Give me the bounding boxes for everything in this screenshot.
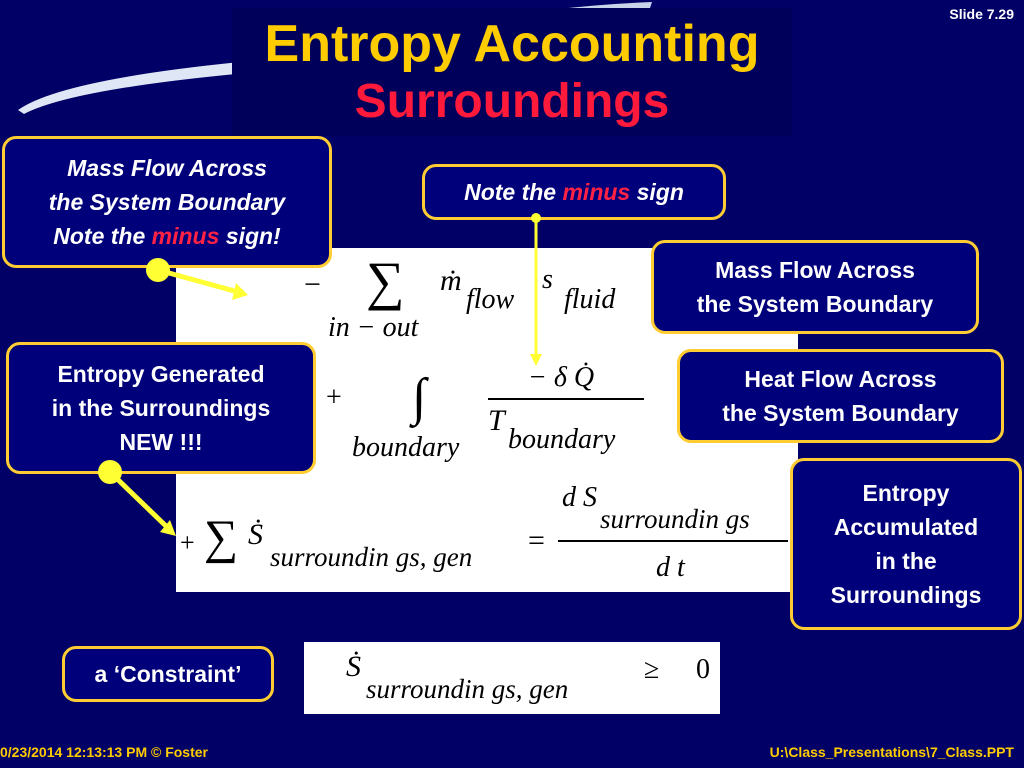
eq-T-sub: boundary (508, 424, 616, 455)
callout-text: Note the minus sign (464, 179, 684, 205)
callout-constraint: a ‘Constraint’ (62, 646, 274, 702)
callout-mass-flow-left: Mass Flow Across the System Boundary Not… (2, 136, 332, 268)
callout-text: Note the minus sign! (53, 223, 281, 249)
callout-text: in the Surroundings (51, 395, 271, 421)
callout-entropy-accumulated: Entropy Accumulated in the Surroundings (790, 458, 1022, 630)
eq-fraction-bar-1 (488, 398, 644, 400)
eq-fluid: fluid (564, 284, 616, 315)
callout-note-minus: Note the minus sign (422, 164, 726, 220)
eq-sgen-sub: surroundin gs, gen (270, 542, 473, 572)
eq-fraction-bar-2 (558, 540, 788, 542)
callout-text: Mass Flow Across (67, 155, 267, 181)
callout-entropy-generated: Entropy Generated in the Surroundings NE… (6, 342, 316, 474)
eq-dt: d t (656, 552, 685, 583)
title-line-1: Entropy Accounting (264, 15, 760, 73)
callout-text: Entropy Generated (57, 361, 265, 387)
callout-text: the System Boundary (722, 400, 959, 426)
eq-boundary-lower: boundary (352, 432, 460, 463)
eq-neg-delta-q: − δ Q̇ (528, 362, 595, 393)
constraint-sub: surroundin gs, gen (366, 674, 569, 704)
title-line-2: Surroundings (354, 75, 670, 128)
footer-path: U:\Class_Presentations\7_Class.PPT (769, 744, 1014, 760)
constraint-equation: Ṡ surroundin gs, gen ≥ 0 (304, 642, 720, 714)
eq-mdot: ṁ (440, 264, 462, 297)
eq-dS: d S (562, 482, 597, 513)
eq-dS-sub: surroundin gs (600, 504, 750, 534)
callout-text: the System Boundary (48, 189, 286, 215)
callout-text: the System Boundary (696, 291, 934, 317)
constraint-zero: 0 (696, 654, 710, 685)
callout-heat-flow: Heat Flow Across the System Boundary (677, 349, 1004, 443)
constraint-sdot: Ṡ (346, 650, 361, 683)
callout-text: Surroundings (830, 582, 982, 608)
eq-T: T (488, 404, 505, 437)
constraint-geq: ≥ (644, 654, 660, 685)
callout-text: a ‘Constraint’ (94, 661, 242, 687)
callout-text: Heat Flow Across (744, 366, 937, 392)
eq-integral: ∫ (412, 369, 427, 426)
callout-mass-flow-right: Mass Flow Across the System Boundary (651, 240, 979, 334)
eq-sum-2: ∑ (204, 511, 239, 564)
callout-text: Entropy (862, 480, 950, 506)
eq-plus: + (326, 382, 342, 413)
callout-text: Mass Flow Across (715, 257, 915, 283)
eq-in-out: in − out (328, 312, 419, 343)
footer-date: 0/23/2014 12:13:13 PM © Foster (0, 744, 208, 760)
eq-plus-2: + (180, 528, 195, 557)
eq-flow: flow (466, 284, 515, 315)
eq-sum: ∑ (366, 251, 405, 311)
eq-sdot: Ṡ (248, 518, 263, 551)
eq-equals: = (528, 524, 545, 557)
callout-text: NEW !!! (119, 429, 203, 455)
callout-text: Accumulated (833, 514, 979, 540)
eq-s: s (542, 264, 553, 295)
callout-text: in the (875, 548, 937, 574)
title-box: Entropy Accounting Surroundings (232, 8, 792, 136)
eq-minus: − (304, 268, 321, 301)
slide-number: Slide 7.29 (949, 6, 1014, 22)
